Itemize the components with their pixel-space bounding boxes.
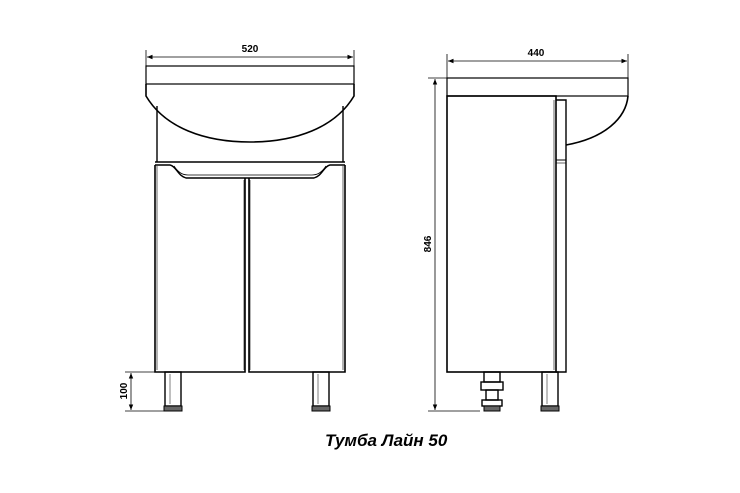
front-view: 520 <box>119 44 355 412</box>
front-leg-right <box>311 371 331 412</box>
front-width-dimension: 520 <box>145 44 355 66</box>
front-width-label: 520 <box>242 44 259 55</box>
side-view: 440 846 <box>423 48 629 412</box>
leg-height-dimension: 100 <box>119 371 165 412</box>
total-height-label: 846 <box>423 235 434 252</box>
cabinet-front-body <box>155 106 345 179</box>
cabinet-side-body <box>446 95 567 373</box>
cabinet-doors <box>154 165 346 373</box>
side-depth-label: 440 <box>528 48 545 59</box>
side-leg-back <box>480 371 504 412</box>
front-legs <box>163 371 331 412</box>
side-legs <box>480 371 560 412</box>
side-leg-front <box>540 371 560 412</box>
total-height-dimension: 846 <box>423 77 480 412</box>
side-depth-dimension: 440 <box>446 48 629 78</box>
washbasin-side <box>446 77 629 146</box>
leg-height-label: 100 <box>119 382 130 399</box>
drawing-caption: Тумба Лайн 50 <box>325 431 448 450</box>
front-leg-left <box>163 371 183 412</box>
washbasin-front <box>145 65 355 143</box>
